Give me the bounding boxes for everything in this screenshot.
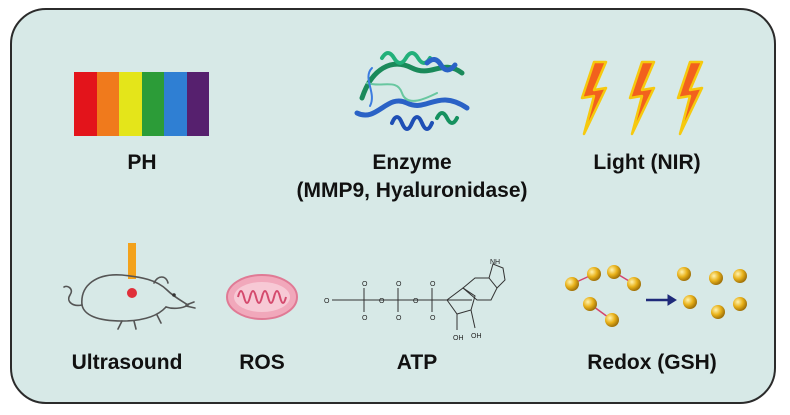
gsh-redox-icon <box>565 265 747 327</box>
svg-text:OH: OH <box>471 333 482 340</box>
ultrasound-label: Ultrasound <box>71 351 183 374</box>
ros-label: ROS <box>239 351 285 374</box>
svg-text:NH: NH <box>490 259 500 266</box>
atp-molecule-icon: O O O O O O O O O OH OH NH <box>324 259 506 342</box>
svg-text:O: O <box>430 281 436 288</box>
svg-text:O: O <box>362 281 368 288</box>
atp-label: ATP <box>396 351 438 374</box>
svg-text:O: O <box>396 281 402 288</box>
protein-ribbon-icon <box>354 51 470 131</box>
svg-text:O: O <box>413 298 419 305</box>
mouse-icon <box>63 243 196 330</box>
stimuli-panel: PH Enzyme (MMP9, Hyaluronidase) Light (N… <box>10 8 776 404</box>
svg-text:O: O <box>396 315 402 322</box>
lightning-bolt-icon <box>580 60 704 136</box>
svg-text:O: O <box>324 298 330 305</box>
ph-label: PH <box>127 151 157 174</box>
svg-text:O: O <box>430 315 436 322</box>
ph-spectrum-icon <box>74 72 209 136</box>
light-label: Light (NIR) <box>593 151 701 174</box>
svg-text:O: O <box>379 298 385 305</box>
svg-text:O: O <box>362 315 368 322</box>
redox-label: Redox (GSH) <box>587 351 717 374</box>
enzyme-detail-label: (MMP9, Hyaluronidase) <box>296 179 528 202</box>
svg-text:OH: OH <box>453 335 464 342</box>
mitochondrion-icon <box>226 274 298 320</box>
enzyme-label: Enzyme <box>372 151 452 174</box>
